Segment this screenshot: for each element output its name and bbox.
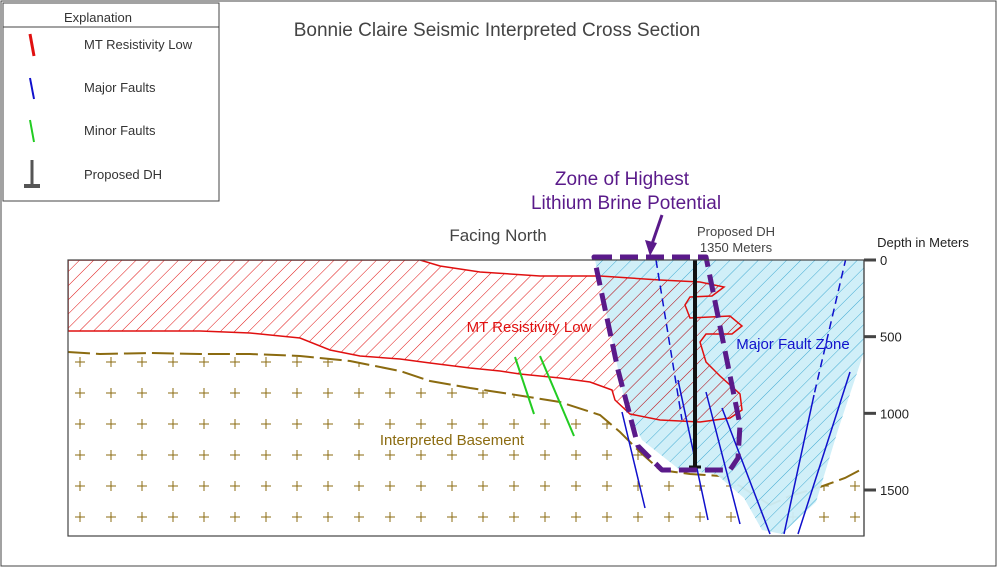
mt-resistivity-low-area (68, 260, 744, 423)
legend-label-minor: Minor Faults (84, 123, 156, 138)
depth-tick-label-500: 500 (880, 330, 902, 345)
section-body (68, 260, 864, 536)
fault-zone-label: Major Fault Zone (736, 336, 849, 353)
major-fault-dashed-2 (813, 260, 847, 396)
depth-axis: Depth in Meters 0 500 1000 1500 (863, 235, 969, 536)
basement-label: Interpreted Basement (380, 432, 525, 449)
depth-tick-label-1500: 1500 (880, 483, 909, 498)
zone-highest-potential-outline (591, 254, 743, 473)
drill-hole-icon (24, 160, 40, 188)
dh-label-line1: Proposed DH (697, 224, 775, 239)
proposed-dh-marker (689, 260, 701, 469)
mt-resistivity-label: MT Resistivity Low (467, 319, 592, 336)
dh-label-line2: 1350 Meters (700, 240, 773, 255)
green-line-icon (29, 119, 35, 143)
blue-line-icon (29, 77, 35, 100)
depth-tick-label-0: 0 (880, 253, 887, 268)
legend-label-major: Major Faults (84, 80, 156, 95)
legend-label-dh: Proposed DH (84, 167, 162, 182)
facing-label: Facing North (449, 226, 546, 245)
legend-heading: Explanation (64, 10, 132, 25)
depth-tick-label-1000: 1000 (880, 406, 909, 421)
depth-axis-label: Depth in Meters (877, 235, 969, 250)
legend: Explanation MT Resistivity Low Major Fau… (2, 2, 220, 202)
figure-title: Bonnie Claire Seismic Interpreted Cross … (294, 20, 701, 41)
major-fault-6 (797, 371, 851, 535)
major-fault-3 (705, 391, 741, 525)
red-line-icon (28, 33, 36, 57)
zone-label-line1: Zone of Highest (555, 169, 690, 190)
major-fault-4 (721, 407, 771, 535)
legend-box (2, 2, 220, 202)
major-fault-5 (783, 394, 815, 535)
basement-area (68, 352, 864, 536)
minor-fault-1 (514, 356, 535, 415)
major-fault-dashed-1 (655, 260, 683, 421)
zone-arrow (645, 214, 664, 256)
major-fault-1 (621, 411, 646, 509)
minor-fault-2 (539, 355, 575, 437)
legend-label-mt: MT Resistivity Low (84, 37, 193, 52)
zone-label-line2: Lithium Brine Potential (531, 193, 721, 214)
